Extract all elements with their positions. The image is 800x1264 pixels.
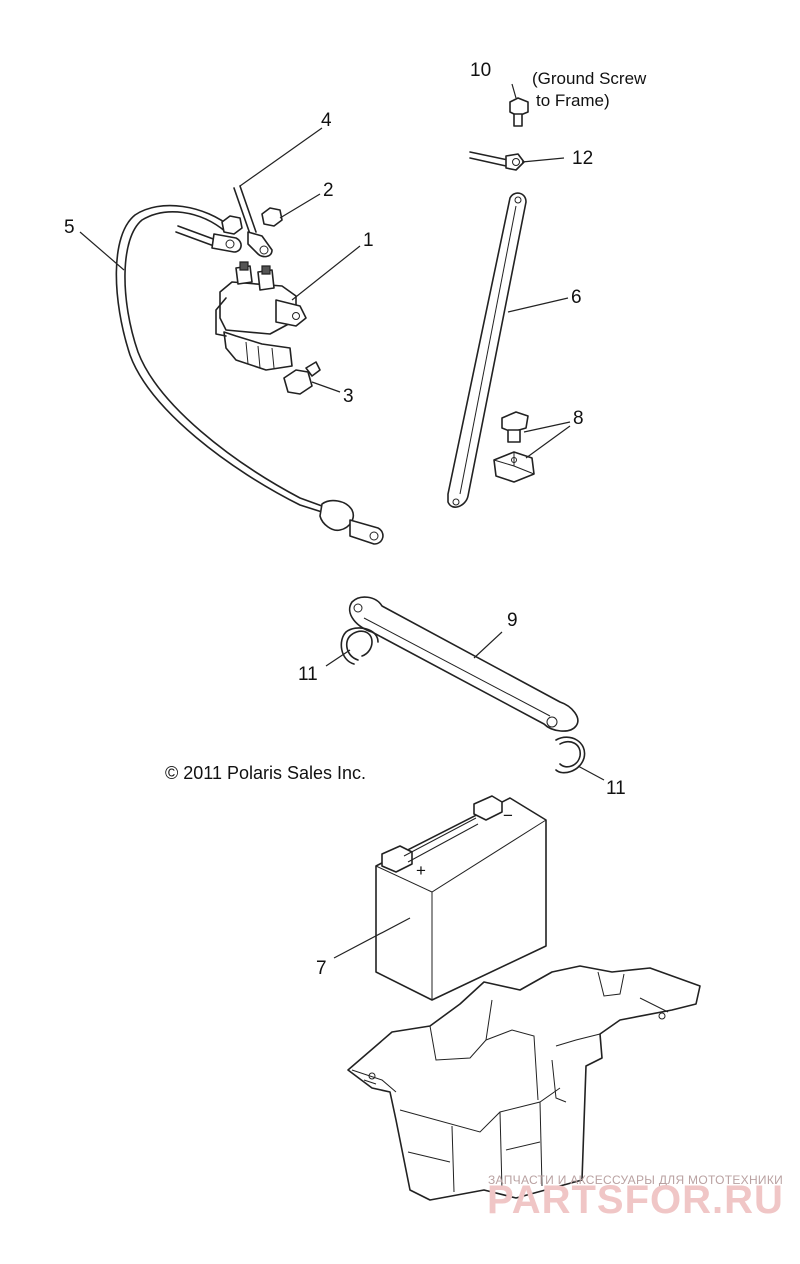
callout-11a: 11 <box>298 664 318 685</box>
bolt-3 <box>283 361 321 395</box>
ground-cable-12 <box>469 151 525 171</box>
callout-7: 7 <box>316 958 327 979</box>
callout-8: 8 <box>573 408 584 429</box>
watermark-tagline: ЗАПЧАСТИ И АКСЕССУАРЫ ДЛЯ МОТОТЕХНИКИ <box>488 1173 783 1187</box>
battery-cable-5 <box>115 204 384 545</box>
cable-4 <box>175 185 273 258</box>
bolt-block-8 <box>493 411 535 483</box>
callout-1: 1 <box>363 230 374 251</box>
solenoid-1 <box>215 261 307 371</box>
battery-box <box>347 965 701 1201</box>
strap-6 <box>447 192 527 508</box>
nut-2 <box>221 207 283 235</box>
callout-labels: 1 2 3 4 5 6 7 8 9 10 11 11 12 <box>64 60 626 979</box>
callout-6: 6 <box>571 287 582 308</box>
battery-7 <box>375 795 547 1001</box>
battery-plus-mark: + <box>416 861 426 880</box>
leader-lines <box>79 83 605 959</box>
watermark: ЗАПЧАСТИ И АКСЕССУАРЫ ДЛЯ МОТОТЕХНИКИ PA… <box>487 1173 784 1222</box>
battery-minus-mark: − <box>503 806 513 825</box>
callout-2: 2 <box>323 180 334 201</box>
clip-11a <box>340 627 379 665</box>
copyright-text: © 2011 Polaris Sales Inc. <box>165 763 366 783</box>
hold-down-bar-9 <box>348 596 579 732</box>
ground-note-line2: to Frame) <box>536 91 610 110</box>
callout-12: 12 <box>572 148 593 169</box>
callout-9: 9 <box>507 610 518 631</box>
callout-4: 4 <box>321 110 332 131</box>
ground-note-line1: (Ground Screw <box>532 69 647 88</box>
clip-11b <box>555 736 586 774</box>
callout-5: 5 <box>64 217 75 238</box>
callout-11b: 11 <box>606 778 626 799</box>
watermark-logo: PARTSFOR.RU <box>487 1178 784 1222</box>
callout-10: 10 <box>470 60 491 81</box>
ground-screw-10 <box>509 97 529 127</box>
callout-3: 3 <box>343 386 354 407</box>
